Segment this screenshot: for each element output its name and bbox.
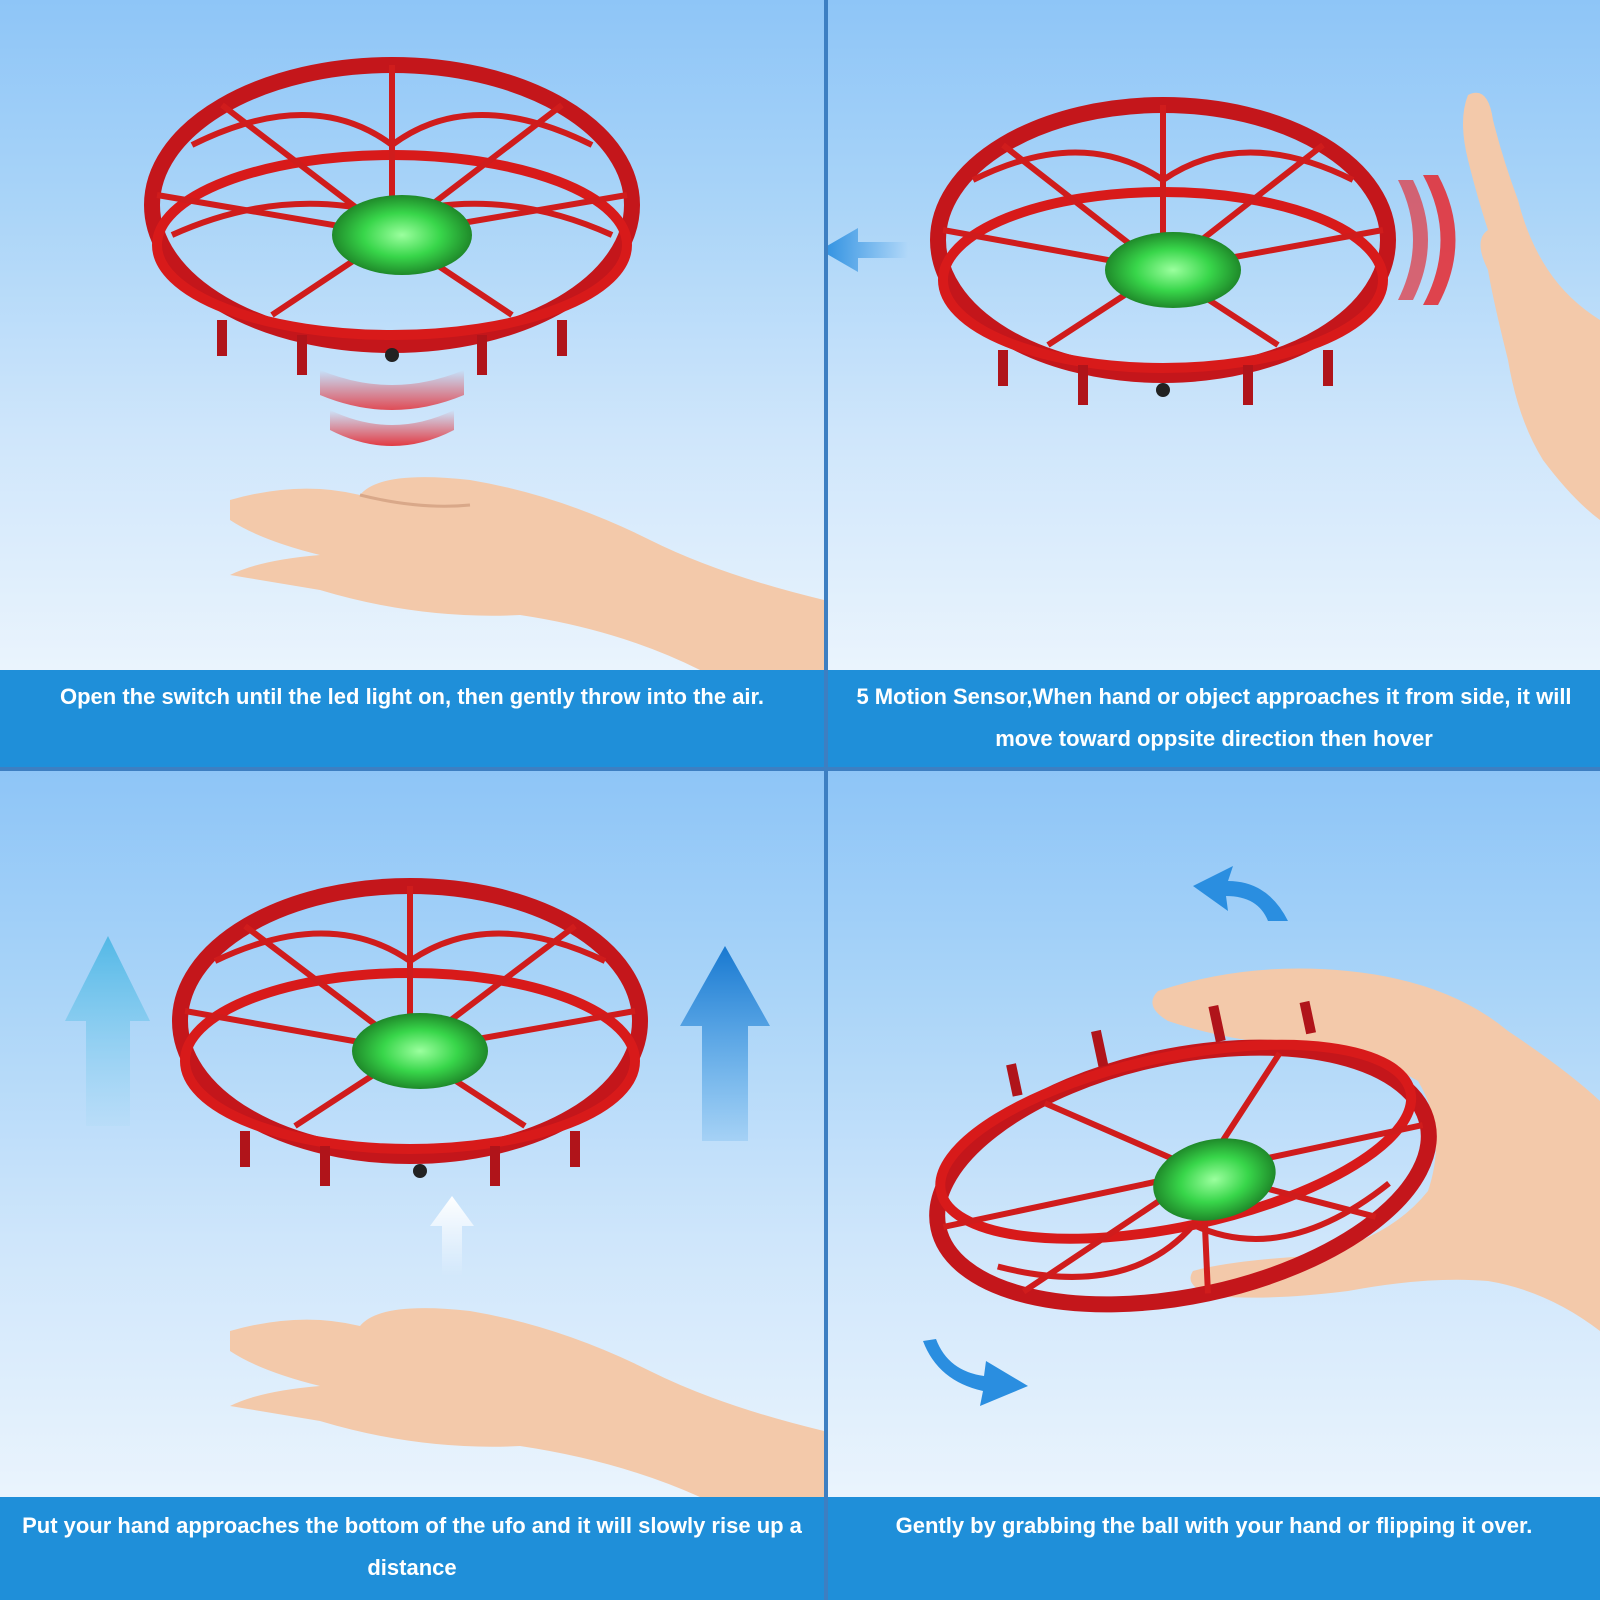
illustration-throw: [144, 57, 824, 670]
panel-motion-sensor: 5 Motion Sensor,When hand or object appr…: [828, 0, 1600, 767]
ufo-drone-icon: [930, 97, 1396, 405]
ufo-drone-icon: [172, 878, 648, 1186]
scene-throw: [0, 0, 824, 670]
motion-waves-icon: [1398, 175, 1456, 305]
hand-icon: [1152, 968, 1600, 1331]
vertical-divider: [824, 0, 828, 1600]
led-light-icon: [1105, 232, 1241, 308]
panel-rise: Put your hand approaches the bottom of t…: [0, 771, 824, 1600]
arrow-left-icon: [828, 228, 908, 272]
caption-throw: Open the switch until the led light on, …: [0, 670, 824, 767]
led-light-icon: [332, 195, 472, 275]
curved-arrow-icon: [923, 1339, 1028, 1406]
motion-waves-icon: [320, 370, 464, 446]
curved-arrow-icon: [1193, 866, 1288, 921]
led-light-icon: [352, 1013, 488, 1089]
scene-rise: [0, 771, 824, 1497]
hand-icon: [230, 1308, 824, 1497]
ufo-drone-icon: [929, 1000, 1437, 1313]
ufo-drone-icon: [144, 57, 640, 375]
caption-motion-sensor: 5 Motion Sensor,When hand or object appr…: [828, 670, 1600, 767]
caption-flip: Gently by grabbing the ball with your ha…: [828, 1497, 1600, 1600]
hand-icon: [230, 477, 824, 670]
panel-flip: Gently by grabbing the ball with your ha…: [828, 771, 1600, 1600]
arrow-up-icon: [430, 1196, 474, 1276]
illustration-flip: [923, 866, 1600, 1406]
caption-rise: Put your hand approaches the bottom of t…: [0, 1497, 824, 1600]
arrow-up-icon: [65, 936, 150, 1126]
scene-motion-sensor: [828, 0, 1600, 670]
illustration-rise: [65, 878, 824, 1497]
scene-flip: [828, 771, 1600, 1497]
panel-throw: Open the switch until the led light on, …: [0, 0, 824, 767]
hand-icon: [1463, 92, 1600, 521]
led-light-icon: [1153, 1138, 1276, 1221]
horizontal-divider: [0, 767, 1600, 771]
illustration-motion-sensor: [828, 92, 1600, 521]
arrow-up-icon: [680, 946, 770, 1141]
